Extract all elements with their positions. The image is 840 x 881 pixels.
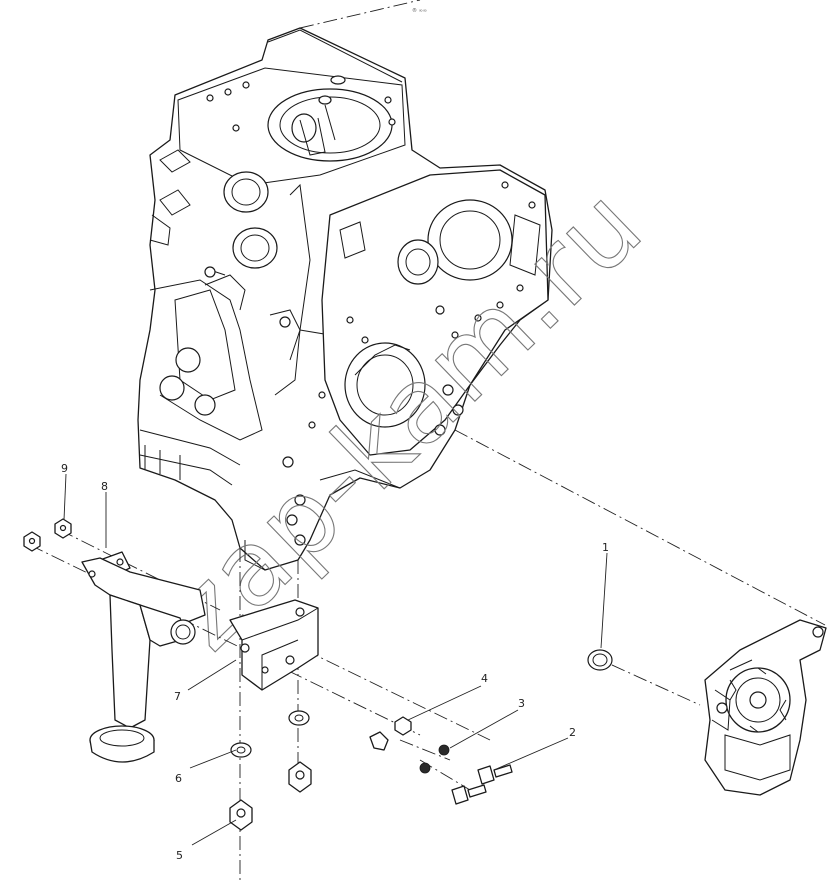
callout-labels: 1 2 3 4 5 6 7 8 9 bbox=[61, 462, 609, 862]
callout-2: 2 bbox=[569, 726, 576, 739]
oil-pump bbox=[704, 619, 827, 796]
engine-block bbox=[137, 27, 553, 571]
callout-6: 6 bbox=[175, 772, 182, 785]
callout-1: 1 bbox=[602, 541, 609, 554]
callout-8: 8 bbox=[101, 480, 108, 493]
callout-7: 7 bbox=[174, 690, 181, 703]
callout-5: 5 bbox=[176, 849, 183, 862]
callout-9: 9 bbox=[61, 462, 68, 475]
hardware bbox=[23, 518, 613, 831]
leader-lines bbox=[63, 473, 608, 846]
mounting-bracket bbox=[229, 599, 319, 691]
callout-3: 3 bbox=[518, 697, 525, 710]
callout-4: 4 bbox=[481, 672, 488, 685]
header-mark: ® ∞∞ bbox=[412, 7, 427, 14]
oil-strainer-assembly bbox=[81, 551, 206, 763]
